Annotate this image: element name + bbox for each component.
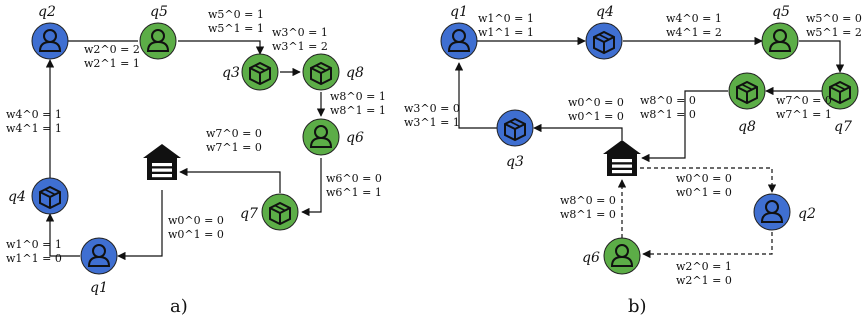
edge-q7-depot [179, 167, 281, 193]
weight-q2-line2: w2^1 = 1 [84, 57, 140, 70]
edges-b [454, 36, 845, 163]
weights-b: w1^0 = 1 w1^1 = 1 w4^0 = 1 w4^1 = 2 w5^0… [404, 12, 862, 287]
weights-a: w2^0 = 2 w2^1 = 1 w5^0 = 1 w5^1 = 1 w3^0… [6, 8, 386, 265]
weight-q1-line1: w1^0 = 1 [6, 238, 62, 251]
weight-q7-line1: w7^0 = 0 [206, 127, 262, 140]
label-q5-b: q5 [772, 4, 790, 20]
weight-q0-line1: w0^0 = 0 [168, 214, 224, 227]
node-q2-b [753, 193, 791, 231]
weight-q4-line1: w4^0 = 1 [666, 12, 722, 25]
panel-b-label: b) [628, 296, 647, 317]
label-q5-a: q5 [150, 4, 168, 20]
node-q5-a [139, 22, 177, 60]
weight-q2-line2: w2^1 = 0 [676, 274, 732, 287]
weight-q3-line1: w3^0 = 0 [404, 102, 460, 115]
weight-q4-line1: w4^0 = 1 [6, 108, 62, 121]
node-q4-a [31, 177, 69, 215]
weight-q0-dash-line1: w0^0 = 0 [676, 172, 732, 185]
edge-depot-q2 [640, 167, 777, 193]
weight-q5-line2: w5^1 = 1 [208, 22, 264, 35]
weight-q3-line1: w3^0 = 1 [272, 26, 328, 39]
weight-q5-line1: w5^0 = 1 [208, 8, 264, 21]
node-q6-b [603, 237, 641, 275]
edges-a [45, 40, 326, 261]
weight-q4-line2: w4^1 = 2 [666, 26, 722, 39]
node-q1-a [80, 237, 118, 275]
weight-q0-dash-line2: w0^1 = 0 [676, 186, 732, 199]
weight-q3-line2: w3^1 = 2 [272, 40, 328, 53]
node-q7-a [261, 193, 299, 231]
weight-q8-line1: w8^0 = 0 [640, 94, 696, 107]
panel-a: q2 q5 q3 q8 q6 q7 q4 q1 w2^0 = 2 w2^1 = … [6, 4, 386, 317]
edge-q3-q1 [454, 62, 497, 129]
weight-q5-line2: w5^1 = 2 [806, 26, 862, 39]
label-q1-b: q1 [450, 4, 468, 20]
weight-q2-line1: w2^0 = 2 [84, 43, 140, 56]
label-q2-b: q2 [798, 206, 816, 222]
panel-a-label: a) [170, 296, 188, 317]
label-q2-a: q2 [38, 4, 56, 20]
node-q8-b [728, 72, 766, 110]
edge-q5-q3 [178, 40, 265, 55]
weight-q8-line2: w8^1 = 1 [330, 104, 386, 117]
edge-q1-q4 [45, 213, 80, 257]
warehouse-icon-a [143, 144, 181, 180]
weight-q1-line2: w1^1 = 1 [478, 26, 534, 39]
label-q1-a: q1 [90, 280, 108, 296]
label-q4-a: q4 [8, 189, 26, 205]
label-q8-b: q8 [738, 119, 756, 135]
node-q2-a [31, 22, 69, 60]
edge-q5-q7 [799, 40, 845, 73]
node-q8-a [302, 53, 340, 91]
edge-q6-q7 [301, 158, 322, 217]
weight-q0-line2: w0^1 = 0 [168, 228, 224, 241]
weight-q1-line2: w1^1 = 0 [6, 252, 62, 265]
edge-q2-q6 [642, 232, 773, 259]
weight-q7-line2: w7^1 = 0 [206, 141, 262, 154]
label-q7-a: q7 [240, 206, 258, 222]
weight-q0-line1: w0^0 = 0 [568, 96, 624, 109]
weight-q3-line2: w3^1 = 1 [404, 116, 460, 129]
node-q1-b [440, 22, 478, 60]
node-q7-b [821, 72, 859, 110]
weight-q8-line1: w8^0 = 1 [330, 90, 386, 103]
weight-q7-line1: w7^0 = 0 [776, 94, 832, 107]
label-q4-b: q4 [596, 4, 614, 20]
panel-b: q1 q4 q5 q7 q8 q3 q2 q6 w1^0 = 1 w1^1 = … [404, 4, 862, 317]
label-q3-b: q3 [506, 154, 524, 170]
label-q7-b: q7 [834, 119, 852, 135]
weight-q6-in-line1: w8^0 = 0 [560, 194, 616, 207]
weight-q4-line2: w4^1 = 1 [6, 122, 62, 135]
label-q6-b: q6 [582, 250, 600, 266]
edge-depot-q1 [117, 190, 163, 261]
edge-depot-q3 [533, 123, 623, 140]
weight-q6-in-line2: w8^1 = 0 [560, 208, 616, 221]
warehouse-icon-b [603, 140, 641, 176]
node-q6-a [302, 118, 340, 156]
weight-q2-line1: w2^0 = 1 [676, 260, 732, 273]
node-q4-b [585, 22, 623, 60]
label-q6-a: q6 [346, 130, 364, 146]
node-q3-a [241, 53, 279, 91]
weight-q0-line2: w0^1 = 0 [568, 110, 624, 123]
dashed-edges-b [617, 167, 777, 259]
node-q5-b [761, 22, 799, 60]
node-q3-b [496, 109, 534, 147]
label-q3-a: q3 [222, 65, 240, 81]
weight-q8-line2: w8^1 = 0 [640, 108, 696, 121]
weight-q1-line1: w1^0 = 1 [478, 12, 534, 25]
edge-q8-depot [641, 90, 728, 163]
weight-q6-line2: w6^1 = 1 [326, 186, 382, 199]
weight-q7-line2: w7^1 = 1 [776, 108, 832, 121]
weight-q5-line1: w5^0 = 0 [806, 12, 862, 25]
label-q8-a: q8 [346, 65, 364, 81]
weight-q6-line1: w6^0 = 0 [326, 172, 382, 185]
